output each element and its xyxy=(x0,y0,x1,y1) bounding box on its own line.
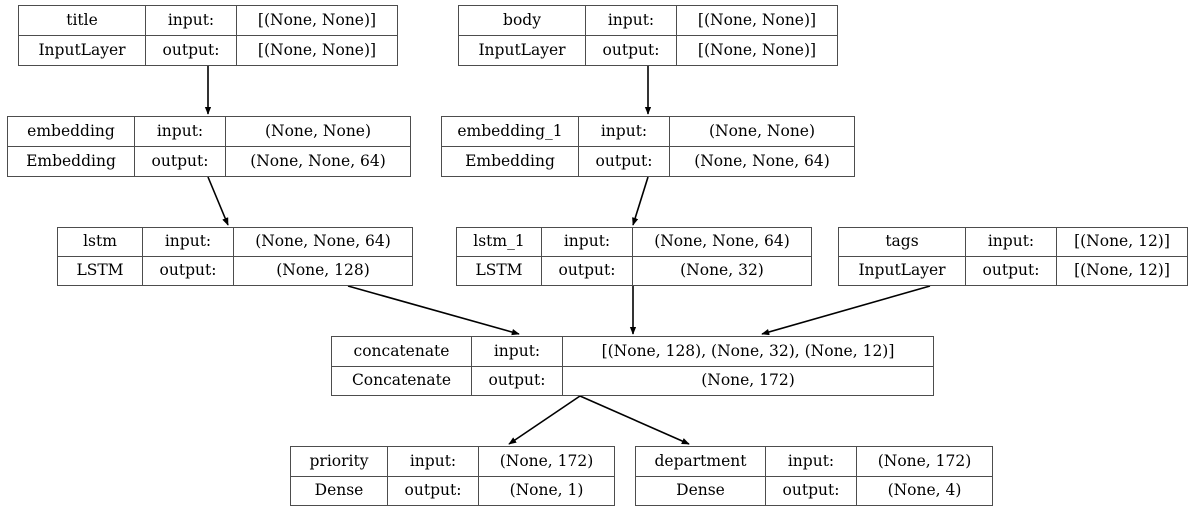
edge-tags-to-concatenate xyxy=(761,285,931,336)
node-tags-input-label: input: xyxy=(966,228,1057,256)
edge-concatenate-to-priority xyxy=(508,395,581,445)
node-concatenate-layer-name: concatenate xyxy=(332,337,472,366)
node-embedding-input-shape: (None, None) xyxy=(264,121,372,140)
node-title-output-label: output: xyxy=(146,36,237,65)
node-lstm_1-output-shape: (None, 32) xyxy=(680,261,764,280)
node-lstm-layer-class: LSTM xyxy=(58,257,143,285)
edge-embedding-to-lstm xyxy=(207,176,229,226)
node-embedding_1-layer-class: Embedding xyxy=(442,147,579,176)
node-title-layer-class: InputLayer xyxy=(19,36,146,65)
node-concatenate-output-shape: (None, 172) xyxy=(701,371,795,389)
node-department-layer-name: department xyxy=(636,447,766,476)
node-embedding_1-output-label: output: xyxy=(579,147,670,176)
node-body-layer-name: body xyxy=(459,6,586,35)
node-priority-output-shape: (None, 1) xyxy=(509,481,584,499)
node-tags-layer-class: InputLayer xyxy=(839,257,966,285)
node-concatenate-layer-class: Concatenate xyxy=(332,366,472,395)
node-body-output-label: output: xyxy=(586,36,677,65)
edge-concatenate-to-department xyxy=(579,395,690,445)
node-tags-output-label: output: xyxy=(966,257,1057,285)
node-embedding_1-input-shape: (None, None) xyxy=(708,121,816,140)
node-tags-layer-name: tags xyxy=(839,228,966,256)
node-title-output-shape: [(None, None)] xyxy=(257,40,377,59)
node-priority-layer-class: Dense xyxy=(291,476,388,505)
node-concatenate-input-label: input: xyxy=(472,337,563,366)
edge-lstm-to-concatenate xyxy=(347,285,520,336)
node-lstm_1-input-label: input: xyxy=(542,228,633,256)
node-lstm-input-label: input: xyxy=(143,228,234,256)
node-embedding-layer-name: embedding xyxy=(8,117,135,146)
node-tags-output-shape: [(None, 12)] xyxy=(1074,261,1170,280)
node-priority-output-label: output: xyxy=(388,476,479,505)
node-lstm-input-shape: (None, None, 64) xyxy=(255,232,391,251)
node-embedding-output-shape: (None, None, 64) xyxy=(250,151,386,170)
node-department-input-label: input: xyxy=(766,447,857,476)
node-body-output-shape: [(None, None)] xyxy=(697,40,817,59)
node-lstm_1-layer-name: lstm_1 xyxy=(457,228,542,256)
node-concatenate-input-shape: [(None, 128), (None, 32), (None, 12)] xyxy=(601,341,895,360)
node-priority-input-label: input: xyxy=(388,447,479,476)
node-lstm_1-layer-class: LSTM xyxy=(457,257,542,285)
node-embedding-output-label: output: xyxy=(135,147,226,176)
node-priority-input-shape: (None, 172) xyxy=(499,451,594,470)
node-embedding-layer-class: Embedding xyxy=(8,147,135,176)
node-lstm-layer-name: lstm xyxy=(58,228,143,256)
node-department-layer-class: Dense xyxy=(636,476,766,505)
node-body-layer-class: InputLayer xyxy=(459,36,586,65)
node-department-output-shape: (None, 4) xyxy=(887,481,962,499)
node-lstm-output-shape: (None, 128) xyxy=(276,261,370,280)
node-title-layer-name: title xyxy=(19,6,146,35)
node-lstm_1-input-shape: (None, None, 64) xyxy=(654,232,790,251)
node-tags-input-shape: [(None, 12)] xyxy=(1074,232,1170,251)
node-title-input-shape: [(None, None)] xyxy=(257,10,377,29)
node-priority-layer-name: priority xyxy=(291,447,388,476)
node-title-input-label: input: xyxy=(146,6,237,35)
node-lstm-output-label: output: xyxy=(143,257,234,285)
node-concatenate-output-label: output: xyxy=(472,366,563,395)
node-embedding_1-layer-name: embedding_1 xyxy=(442,117,579,146)
node-lstm_1-output-label: output: xyxy=(542,257,633,285)
edge-embedding_1-to-lstm_1 xyxy=(632,176,649,226)
node-department-output-label: output: xyxy=(766,476,857,505)
node-embedding-input-label: input: xyxy=(135,117,226,146)
node-department-input-shape: (None, 172) xyxy=(877,451,972,470)
node-embedding_1-output-shape: (None, None, 64) xyxy=(694,151,830,170)
node-body-input-label: input: xyxy=(586,6,677,35)
node-body-input-shape: [(None, None)] xyxy=(697,10,817,29)
node-embedding_1-input-label: input: xyxy=(579,117,670,146)
